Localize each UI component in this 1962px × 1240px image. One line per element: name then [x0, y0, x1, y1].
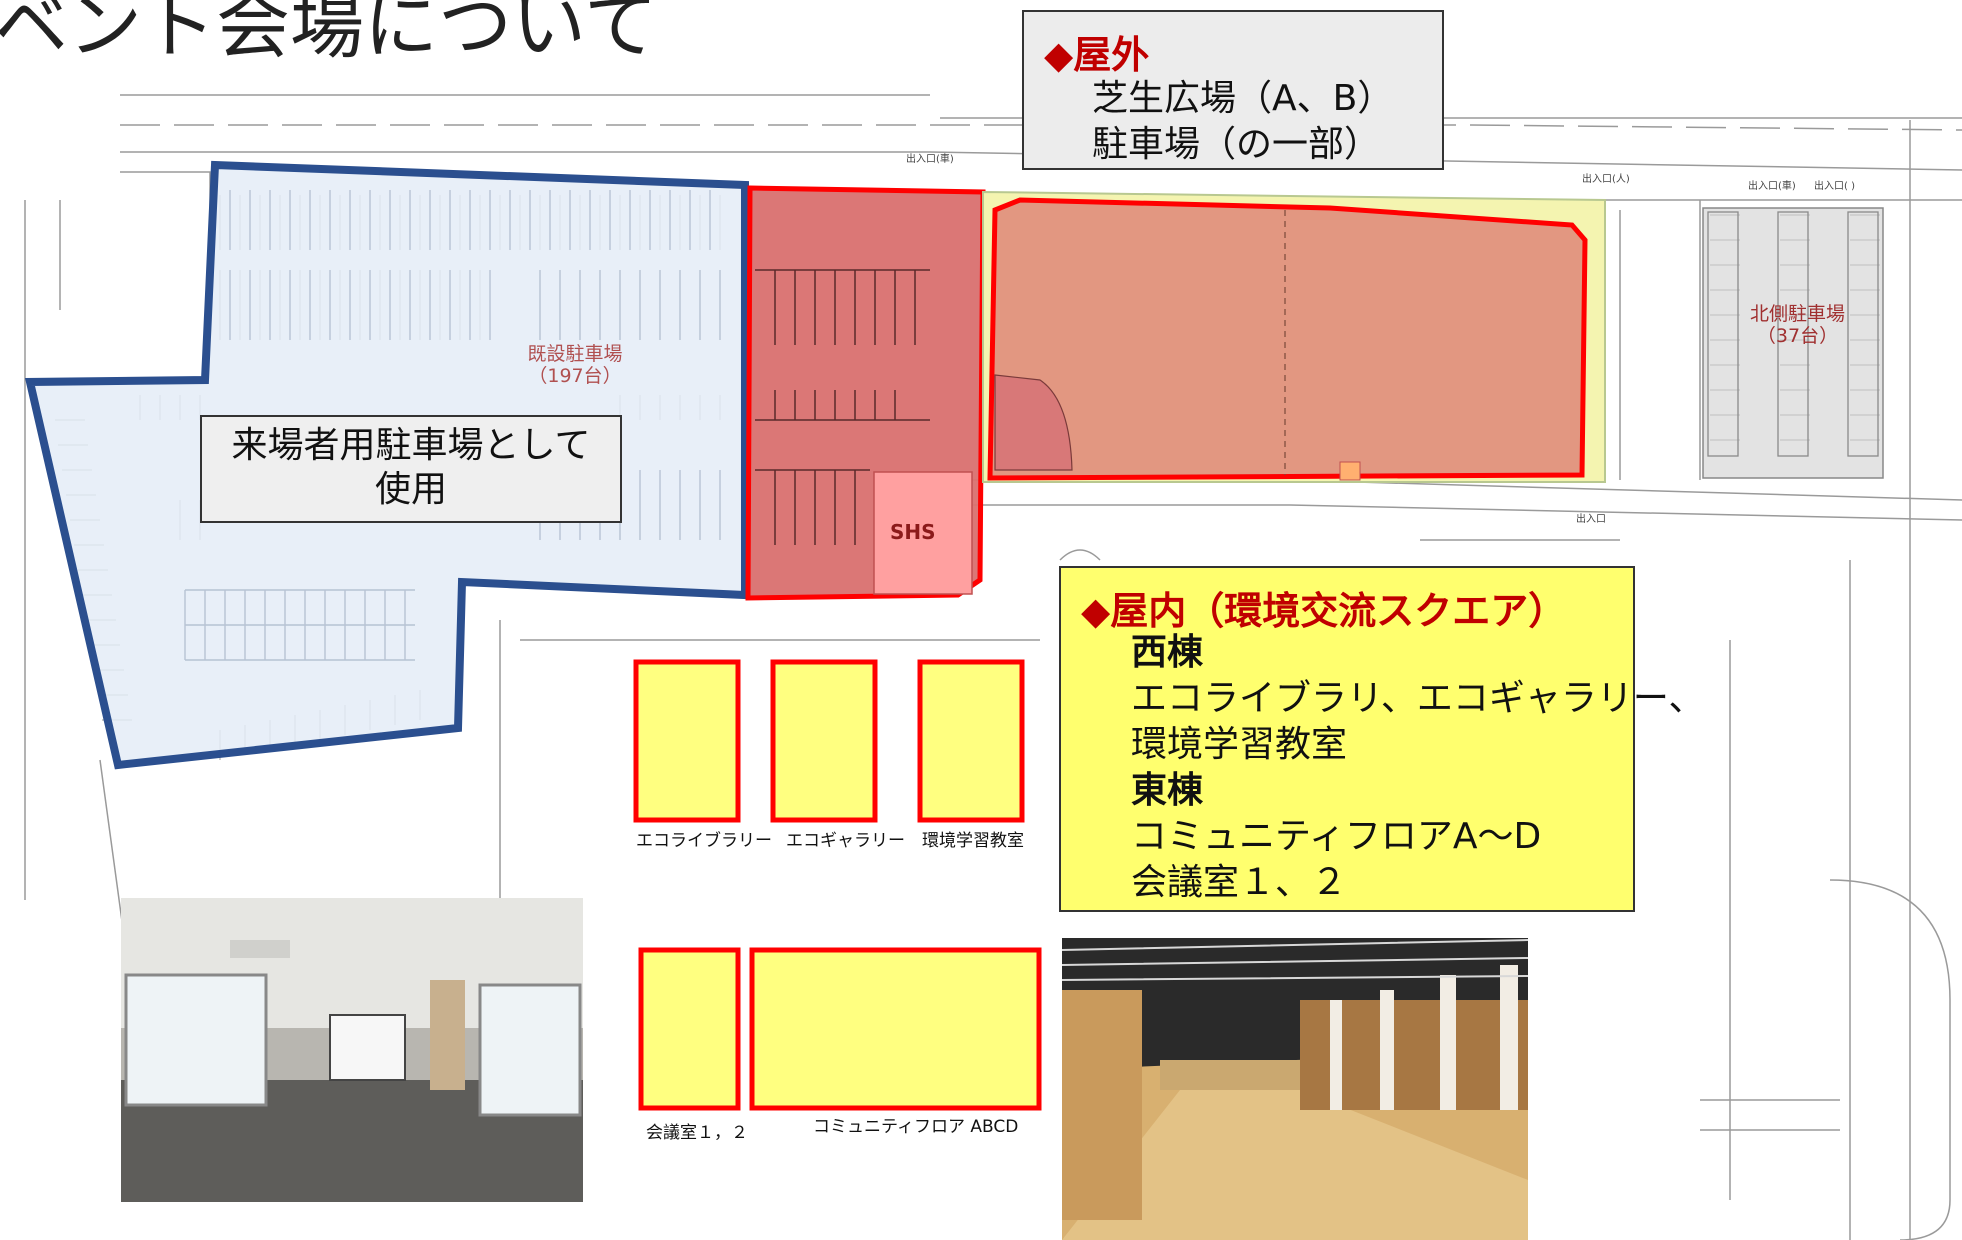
room-label-env-classroom: 環境学習教室: [922, 831, 1024, 851]
room-community-floor: [749, 947, 1042, 1111]
room-eco-gallery: [770, 659, 878, 823]
outdoor-header: ◆屋外: [1044, 33, 1150, 77]
visitor-parking-note: 来場者用駐車場として 使用: [200, 415, 622, 523]
north-parking-inner-stalls: [1707, 211, 1879, 457]
existing-parking-label-count: （197台）: [528, 365, 622, 387]
outdoor-line-parking: 駐車場（の一部）: [1092, 124, 1381, 165]
lawn-plaza-zone: [987, 197, 1588, 481]
room-eco-library: [633, 659, 741, 823]
indoor-east-label: 東棟: [1131, 770, 1204, 811]
north-parking-label-count: （37台）: [1756, 325, 1839, 347]
existing-parking-label: 既設駐車場 （197台）: [500, 343, 650, 387]
outdoor-callout: ◆屋外 芝生広場（A、B） 駐車場（の一部）: [1022, 10, 1444, 170]
room-label-eco-library: エコライブラリー: [636, 831, 772, 851]
entrance-label-person-2: 出入口( ): [1814, 181, 1855, 192]
indoor-callout: ◆屋内（環境交流スクエア） 西棟 エコライブラリ、エコギャラリー、 環境学習教室…: [1059, 566, 1704, 912]
visitor-parking-note-line1: 来場者用駐車場として: [231, 425, 591, 466]
indoor-east-line2: 会議室１、２: [1131, 862, 1348, 903]
page-title: ベント会場について: [0, 0, 658, 69]
north-parking-zone: [1702, 207, 1884, 479]
shs-building: [873, 471, 973, 595]
indoor-west-label: 西棟: [1131, 632, 1204, 673]
lawn-marker: [1339, 461, 1361, 481]
photo-community-floor-interior: [1061, 938, 1529, 1240]
photo-eco-library-interior: [121, 898, 583, 1202]
room-label-eco-gallery: エコギャラリー: [786, 831, 905, 851]
outdoor-line-lawn: 芝生広場（A、B）: [1092, 78, 1394, 119]
indoor-header: ◆屋内（環境交流スクエア）: [1081, 589, 1567, 633]
visitor-parking-note-line2: 使用: [374, 469, 447, 510]
indoor-west-line1: エコライブラリ、エコギャラリー、: [1131, 678, 1705, 719]
entrance-label-car: 出入口(車): [906, 154, 954, 165]
room-env-classroom: [917, 659, 1025, 823]
room-meeting-rooms: [638, 947, 741, 1111]
indoor-west-line2: 環境学習教室: [1131, 724, 1348, 765]
lawn-feature: [994, 374, 1073, 471]
north-parking-label: 北側駐車場 （37台）: [1730, 303, 1865, 347]
room-label-meeting-rooms: 会議室１，２: [646, 1123, 748, 1143]
visitor-parking-stalls: [184, 190, 721, 661]
shs-label: SHS: [890, 520, 936, 544]
north-parking-label-name: 北側駐車場: [1749, 303, 1845, 325]
existing-parking-label-name: 既設駐車場: [527, 343, 623, 365]
outdoor-parking-stalls: [755, 269, 930, 545]
entrance-label-person: 出入口(人): [1582, 174, 1630, 185]
indoor-east-line1: コミュニティフロアA～D: [1131, 816, 1542, 857]
room-label-community-floor: コミュニティフロア ABCD: [813, 1117, 1019, 1137]
entrance-label-car-2: 出入口(車): [1748, 181, 1796, 192]
entrance-label-bottom: 出入口: [1576, 514, 1606, 525]
